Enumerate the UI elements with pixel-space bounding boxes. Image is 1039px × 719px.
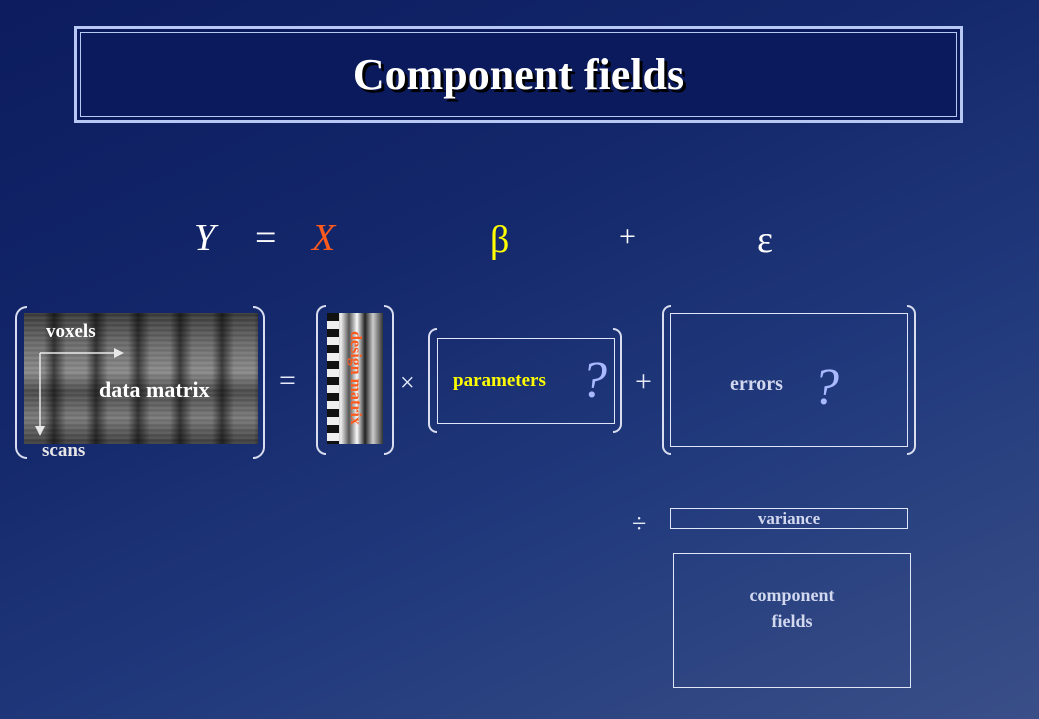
- beta-symbol: β: [490, 219, 510, 261]
- data-matrix-label: data matrix: [99, 377, 210, 402]
- design-matrix-image: [327, 313, 383, 444]
- variance-label: variance: [757, 509, 821, 528]
- component-fields-line1: component: [749, 585, 835, 605]
- errors-question-mark: ?: [813, 359, 839, 416]
- y-symbol: Y: [194, 217, 216, 259]
- parameters-label: parameters: [453, 370, 546, 391]
- variance-box: [670, 508, 908, 529]
- data-matrix-image: [24, 313, 258, 444]
- scans-label: scans: [42, 440, 86, 461]
- errors-box: [670, 313, 908, 447]
- diagram-plus: +: [635, 365, 652, 398]
- equation-equals: =: [255, 217, 277, 259]
- x-symbol: X: [312, 217, 336, 259]
- divide-operator: ÷: [632, 509, 647, 538]
- component-fields-line2: fields: [771, 611, 813, 631]
- design-matrix-label: design matrix: [347, 331, 364, 425]
- errors-label: errors: [730, 373, 783, 395]
- errors-right-bracket: [907, 305, 916, 455]
- epsilon-symbol: ε: [757, 219, 773, 261]
- design-matrix-right-bracket: [384, 305, 394, 455]
- times-operator: ×: [400, 368, 415, 397]
- component-fields-box: [673, 553, 911, 688]
- voxels-label: voxels: [46, 321, 96, 342]
- equation-plus: +: [619, 220, 636, 253]
- axis-arrows: [35, 348, 124, 436]
- title-banner: Component fields: [74, 26, 963, 123]
- parameters-question-mark: ?: [581, 352, 607, 409]
- page-title: Component fields: [352, 50, 685, 99]
- parameters-left-bracket: [428, 328, 437, 433]
- parameters-box: [437, 338, 615, 424]
- design-matrix-left-bracket: [316, 305, 326, 455]
- diagram-equals: =: [279, 364, 296, 397]
- errors-left-bracket: [662, 305, 671, 455]
